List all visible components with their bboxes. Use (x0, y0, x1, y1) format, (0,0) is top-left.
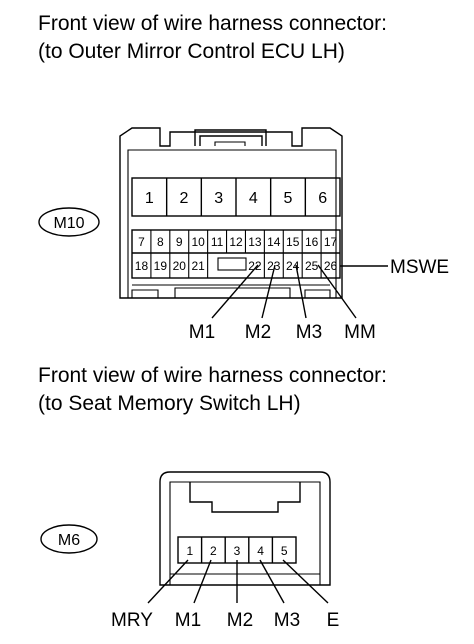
m10-pin-9: 9 (176, 235, 183, 249)
m10-pin-5: 5 (284, 190, 293, 207)
m10-pin-12: 12 (229, 235, 243, 249)
connector2-heading-line1: Front view of wire harness connector: (38, 364, 387, 387)
m10-pin-4: 4 (249, 190, 258, 207)
m10-pin-13: 13 (248, 235, 262, 249)
m6-label-m1: M1 (175, 610, 201, 631)
m6-label-e: E (327, 610, 340, 631)
m10-pin-21: 21 (192, 259, 206, 273)
m6-pin-5: 5 (281, 544, 288, 558)
m10-pin-8: 8 (157, 235, 164, 249)
m10-pin-25: 25 (305, 259, 319, 273)
m10-label-mswe: MSWE (390, 257, 449, 278)
connector-m6: 1 2 3 4 5 M6 MRY M1 M2 M3 E (40, 471, 340, 631)
m10-pin-6: 6 (318, 190, 327, 207)
m10-pin-23: 23 (267, 259, 281, 273)
m6-pin-2: 2 (210, 544, 217, 558)
m10-pin-10: 10 (192, 235, 206, 249)
m10-pin-15: 15 (286, 235, 300, 249)
m6-label-m3: M3 (274, 610, 300, 631)
m6-pin-4: 4 (257, 544, 264, 558)
m10-pin-17: 17 (324, 235, 338, 249)
m10-label-m3: M3 (296, 322, 322, 343)
m6-id-ellipse (40, 524, 98, 554)
m10-pin-2: 2 (180, 190, 189, 207)
m10-pin-20: 20 (173, 259, 187, 273)
m10-id-label: M10 (53, 215, 84, 232)
m10-pin-14: 14 (267, 235, 281, 249)
m6-pin-1: 1 (186, 544, 193, 558)
m10-pin-3: 3 (214, 190, 223, 207)
m10-pin-7: 7 (138, 235, 145, 249)
connector2-heading-line2: (to Seat Memory Switch LH) (38, 392, 301, 415)
m10-label-m2: M2 (245, 322, 271, 343)
m6-label-mry: MRY (111, 610, 153, 631)
connector1-heading-line1: Front view of wire harness connector: (38, 12, 387, 35)
m10-label-mm: MM (344, 322, 376, 343)
m10-pin-26: 26 (324, 259, 338, 273)
m10-pin-22: 22 (248, 259, 262, 273)
m6-pin-3: 3 (234, 544, 241, 558)
m10-pin-16: 16 (305, 235, 319, 249)
m10-pin-18: 18 (135, 259, 149, 273)
m10-pin-19: 19 (154, 259, 168, 273)
m6-label-m2: M2 (227, 610, 253, 631)
m6-id-label: M6 (58, 532, 80, 549)
m10-id-ellipse (38, 207, 100, 237)
m10-pin-11: 11 (211, 235, 224, 249)
m10-pin-1: 1 (145, 190, 154, 207)
connector1-heading-line2: (to Outer Mirror Control ECU LH) (38, 40, 345, 63)
m10-label-m1: M1 (189, 322, 215, 343)
